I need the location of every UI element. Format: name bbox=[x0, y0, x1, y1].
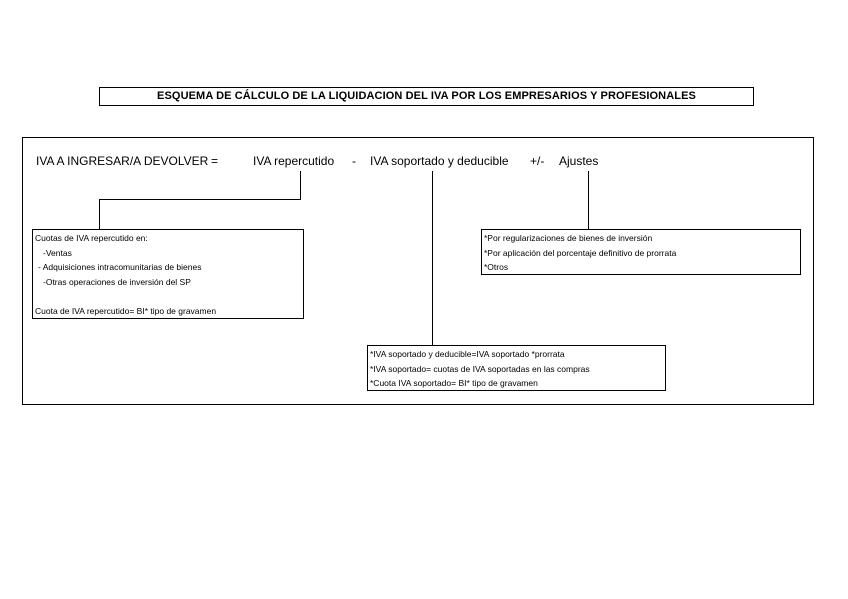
box-ajustes: *Por regularizaciones de bienes de inver… bbox=[481, 229, 801, 275]
box-repercutido-line: -Ventas bbox=[43, 247, 72, 258]
box-repercutido-line bbox=[35, 289, 303, 304]
box-soportado-line: *IVA soportado= cuotas de IVA soportadas… bbox=[370, 363, 590, 374]
formula-equals: = bbox=[211, 154, 219, 168]
box-ajustes-line: *Otros bbox=[484, 262, 509, 272]
box-iva-soportado: *IVA soportado y deducible=IVA soportado… bbox=[367, 345, 666, 391]
connector-repercutido-horizontal bbox=[99, 199, 301, 200]
box-repercutido-line: - Adquisiciones intracomunitarias de bie… bbox=[38, 262, 202, 272]
box-repercutido-line: Cuota de IVA repercutido= BI* tipo de gr… bbox=[35, 305, 217, 316]
box-soportado-line: *IVA soportado y deducible=IVA soportado… bbox=[370, 349, 565, 359]
diagram-frame bbox=[22, 137, 814, 405]
box-ajustes-line: *Por aplicación del porcentaje definitiv… bbox=[484, 247, 677, 258]
connector-repercutido-vertical-top bbox=[300, 171, 301, 200]
formula-plusminus: +/- bbox=[530, 154, 545, 168]
box-repercutido-line: -Otras operaciones de inversión del SP bbox=[43, 276, 191, 287]
connector-soportado-vertical bbox=[432, 171, 433, 346]
formula-lhs: IVA A INGRESAR/A DEVOLVER bbox=[36, 154, 209, 168]
box-iva-repercutido: Cuotas de IVA repercutido en: -Ventas - … bbox=[32, 229, 304, 319]
formula-term-ajustes: Ajustes bbox=[559, 154, 599, 168]
connector-repercutido-vertical-bottom bbox=[99, 199, 100, 230]
formula-minus: - bbox=[352, 154, 356, 168]
box-soportado-line: *Cuota IVA soportado= BI* tipo de gravam… bbox=[370, 378, 538, 388]
box-ajustes-line: *Por regularizaciones de bienes de inver… bbox=[484, 233, 653, 243]
connector-ajustes-vertical bbox=[588, 171, 589, 230]
formula-term-iva-soportado: IVA soportado y deducible bbox=[370, 154, 509, 168]
diagram-title: ESQUEMA DE CÁLCULO DE LA LIQUIDACION DEL… bbox=[99, 87, 754, 106]
formula-term-iva-repercutido: IVA repercutido bbox=[253, 154, 335, 168]
box-repercutido-line: Cuotas de IVA repercutido en: bbox=[35, 233, 148, 243]
